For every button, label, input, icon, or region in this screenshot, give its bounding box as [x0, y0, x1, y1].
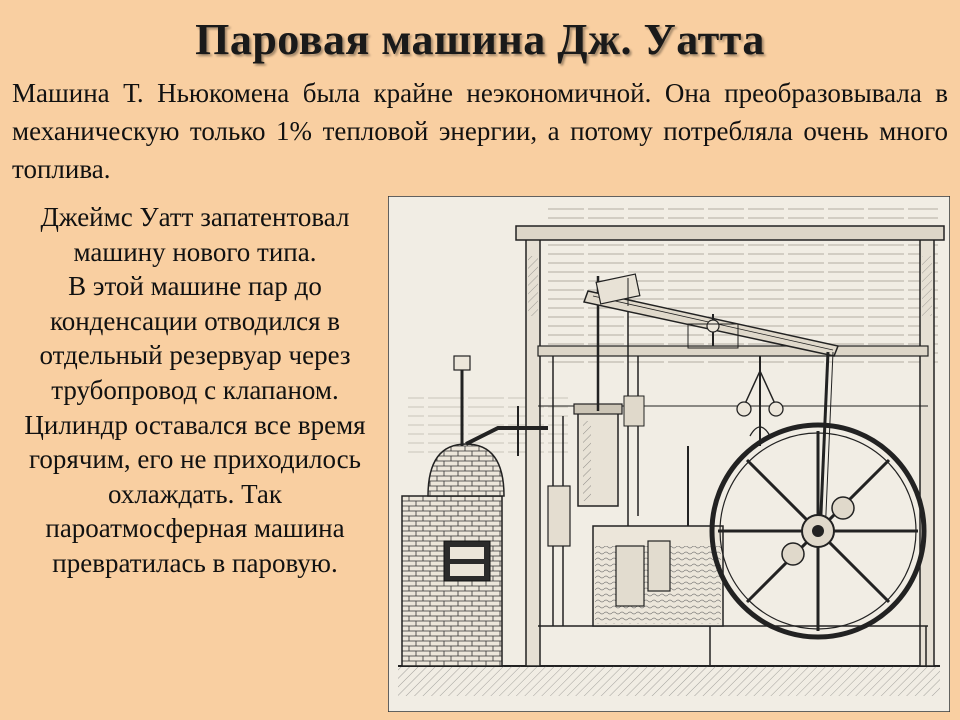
slide-title: Паровая машина Дж. Уатта [195, 15, 765, 64]
body-text: Джеймс Уатт запатентовал машину нового т… [6, 200, 384, 581]
walking-beam [583, 290, 840, 357]
body-paragraph-2: В этой машине пар до конденсации отводил… [24, 271, 366, 578]
intro-paragraph: Машина Т. Ньюкомена была крайне неэконом… [12, 78, 948, 184]
body-paragraph-1: Джеймс Уатт запатентовал машину нового т… [40, 202, 350, 267]
steam-engine-illustration [388, 196, 950, 712]
governor [736, 356, 784, 446]
steam-engine-drawing [388, 196, 950, 712]
flywheel [709, 422, 927, 640]
